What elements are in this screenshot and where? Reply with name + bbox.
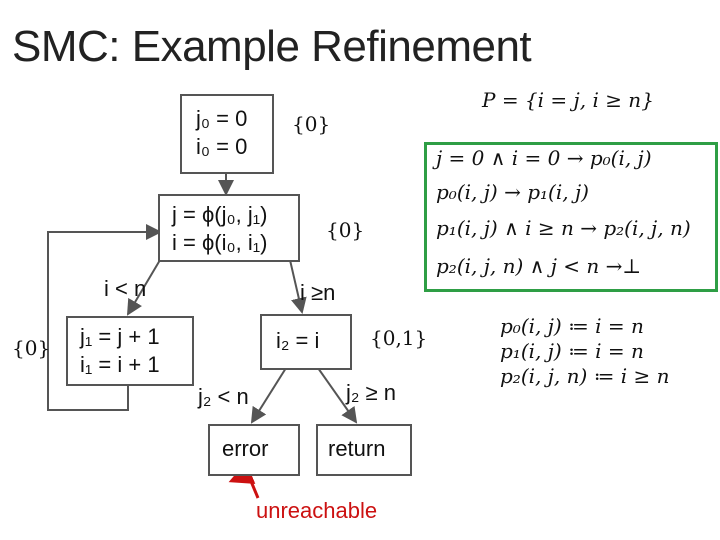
- edge-label-i-ge-n: i ≥n: [300, 280, 336, 305]
- i2-set-label: {0,1}: [370, 326, 428, 350]
- horn-clause-4: p₂(i, j, n) ∧ j < n →⊥: [436, 254, 642, 278]
- edge-phi-to-loop: [126, 259, 161, 316]
- node-i2-line1: i₂ = i: [276, 328, 320, 353]
- solution-p2: p₂(i, j, n) ≔ i ≥ n: [500, 364, 670, 388]
- solution-p1: p₁(i, j) ≔ i = n: [500, 339, 644, 363]
- loop-set-label: {0}: [12, 336, 51, 360]
- edge-label-i-lt-n: i < n: [104, 276, 147, 301]
- edge-phi-to-i2: [289, 259, 307, 314]
- predicate-set: P = {i = j, i ≥ n}: [482, 88, 654, 112]
- node-loop-body: [66, 316, 194, 386]
- edge-loop-back: [47, 224, 162, 411]
- node-phi-line2: i = ϕ(i₀, i₁): [172, 230, 268, 255]
- slide-title: SMC: Example Refinement: [12, 22, 532, 71]
- node-error: [208, 424, 300, 476]
- node-init-line1: j₀ = 0: [196, 106, 248, 131]
- node-error-label: error: [222, 436, 269, 461]
- edge-label-j2-ge-n: j₂ ≥ n: [346, 380, 396, 405]
- edge-i2-to-return: [317, 367, 358, 424]
- unreachable-pointer: [228, 461, 260, 499]
- unreachable-annotation: unreachable: [256, 498, 378, 523]
- solution-p0: p₀(i, j) ≔ i = n: [500, 314, 644, 338]
- horn-clause-1: j = 0 ∧ i = 0 → p₀(i, j): [436, 146, 652, 170]
- node-loop-line2: i₁ = i + 1: [80, 352, 160, 377]
- edge-label-j2-lt-n: j₂ < n: [198, 384, 249, 409]
- node-return: [316, 424, 412, 476]
- node-return-label: return: [328, 436, 386, 461]
- init-set-label: {0}: [292, 112, 331, 136]
- phi-set-label: {0}: [326, 218, 365, 242]
- node-init: [180, 94, 274, 174]
- horn-clauses-box: [424, 142, 718, 292]
- edge-i2-to-error: [250, 367, 287, 424]
- horn-clause-2: p₀(i, j) → p₁(i, j): [436, 180, 589, 204]
- node-assign-i2: [260, 314, 352, 370]
- node-loop-line1: j₁ = j + 1: [80, 324, 160, 349]
- node-phi-line1: j = ϕ(j₀, j₁): [172, 202, 268, 227]
- node-phi: [158, 194, 300, 262]
- node-init-line2: i₀ = 0: [196, 134, 248, 159]
- horn-clause-3: p₁(i, j) ∧ i ≥ n → p₂(i, j, n): [436, 216, 691, 240]
